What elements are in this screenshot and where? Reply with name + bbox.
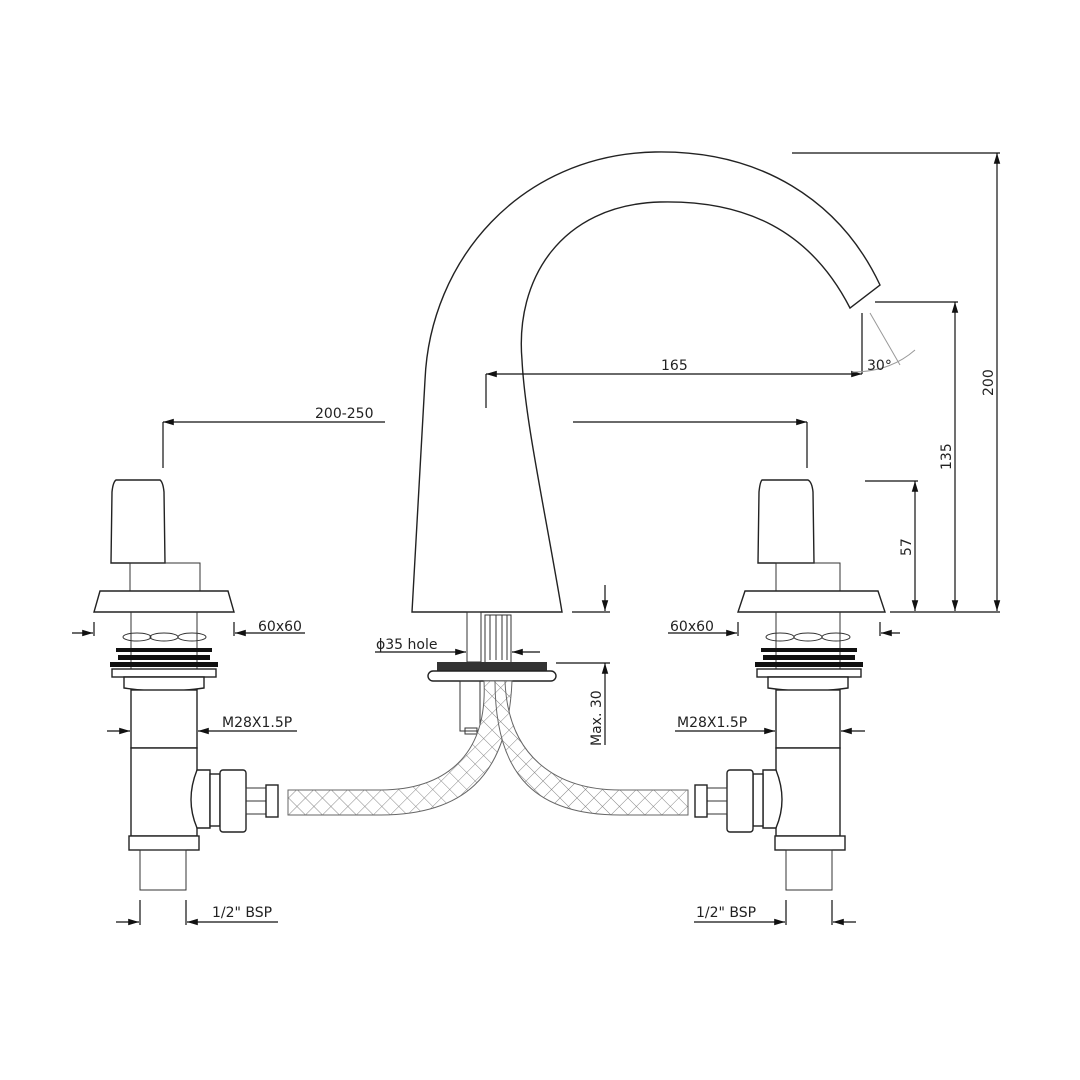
dimension-lines bbox=[72, 152, 1001, 926]
dimension-labels: 200-250 165 30° 200 135 57 60x60 60x60 ϕ… bbox=[212, 358, 997, 921]
label-total-height: 200 bbox=[981, 369, 997, 396]
label-flange-right: 60x60 bbox=[670, 619, 714, 635]
left-valve bbox=[93, 479, 279, 891]
label-outlet-height: 135 bbox=[939, 443, 955, 470]
label-handle-height: 57 bbox=[899, 538, 915, 556]
label-max-deck: Max. 30 bbox=[589, 690, 605, 746]
label-spout-reach: 165 bbox=[661, 358, 688, 374]
label-thread-left: M28X1.5P bbox=[222, 715, 292, 731]
label-inlet-right: 1/2" BSP bbox=[696, 905, 756, 921]
label-thread-right: M28X1.5P bbox=[677, 715, 747, 731]
right-valve bbox=[694, 479, 886, 891]
label-handle-spacing: 200-250 bbox=[315, 406, 374, 422]
label-flange-left: 60x60 bbox=[258, 619, 302, 635]
label-inlet-left: 1/2" BSP bbox=[212, 905, 272, 921]
spout-shank bbox=[427, 611, 557, 735]
label-hole: ϕ35 hole bbox=[376, 637, 437, 653]
label-spout-angle: 30° bbox=[867, 358, 892, 374]
braided-hoses bbox=[287, 680, 689, 816]
